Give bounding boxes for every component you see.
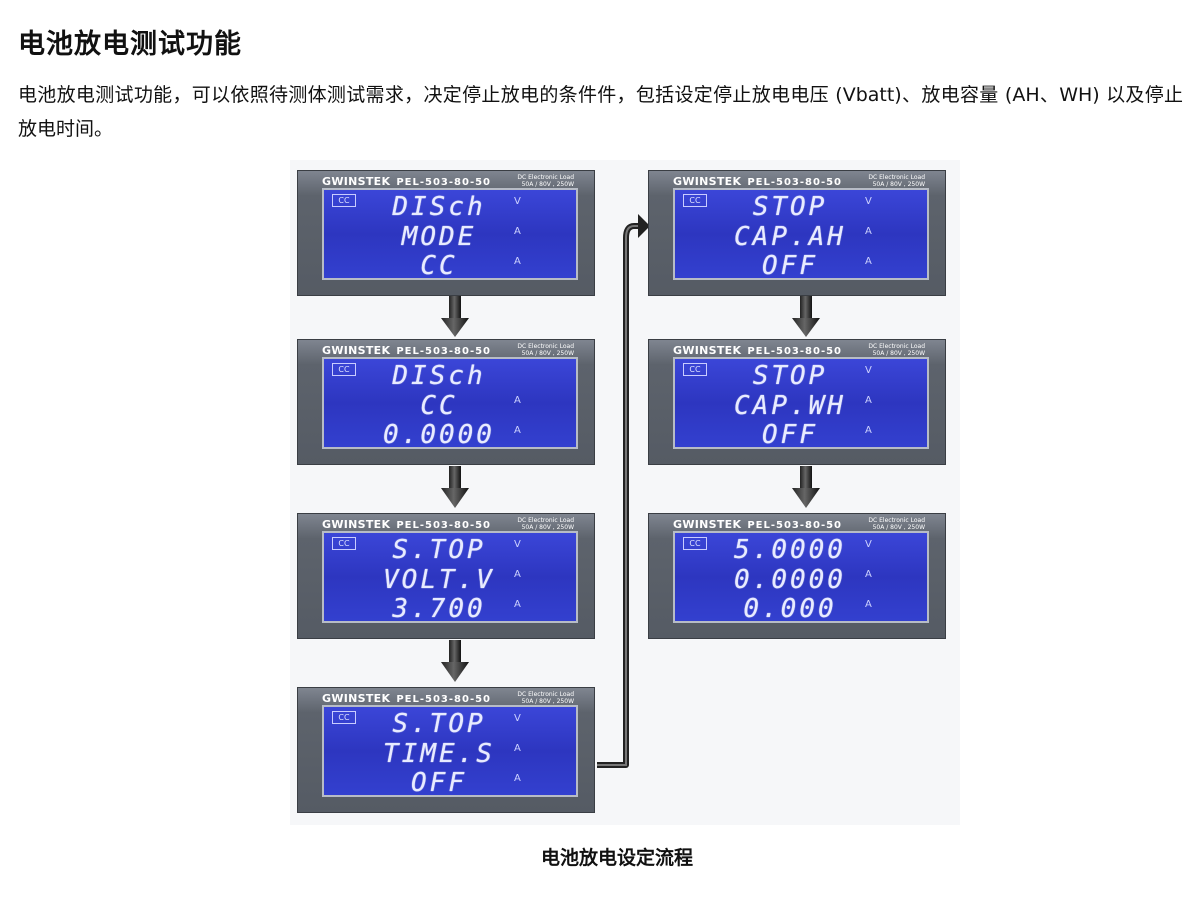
mode-badge: CC — [332, 711, 356, 724]
lcd-screen: CC V A A DISch MODE CC — [322, 188, 578, 281]
unit-a-label: A — [514, 395, 521, 406]
lcd-line-2: MODE — [401, 222, 477, 252]
unit-a-label: A — [865, 226, 872, 237]
unit-a-label: A — [514, 599, 521, 610]
mode-badge: CC — [683, 537, 707, 550]
unit-a-label: A — [865, 395, 872, 406]
lcd-line-1: 5.0000 — [734, 535, 846, 565]
lcd-line-1: STOP — [752, 361, 828, 391]
lcd-line-3: OFF — [762, 420, 818, 450]
lcd-screen: CC V A A S.TOP TIME.S OFF — [322, 705, 578, 798]
lcd-line-1: DISch — [392, 361, 486, 391]
lcd-screen: CC V A A STOP CAP.AH OFF — [673, 188, 929, 281]
unit-a-label: A — [514, 743, 521, 754]
unit-a-label: A — [514, 425, 521, 436]
mode-badge: CC — [683, 363, 707, 376]
lcd-line-2: CC — [420, 391, 458, 421]
lcd-line-3: 0.000 — [743, 594, 837, 624]
mode-badge: CC — [332, 363, 356, 376]
lcd-line-1: S.TOP — [392, 535, 486, 565]
down-arrow-1 — [441, 296, 469, 337]
diagram-caption: 电池放电设定流程 — [540, 847, 693, 869]
lcd-line-3: 0.0000 — [383, 420, 495, 450]
down-arrow-4 — [792, 296, 820, 337]
unit-v-label: V — [865, 365, 872, 376]
unit-a-label: A — [865, 425, 872, 436]
page-title: 电池放电测试功能 — [18, 29, 242, 60]
lcd-line-1: S.TOP — [392, 709, 486, 739]
lcd-line-1: DISch — [392, 192, 486, 222]
lcd-line-1: STOP — [752, 192, 828, 222]
lcd-line-3: 3.700 — [392, 594, 486, 624]
down-arrow-3 — [441, 640, 469, 682]
down-arrow-2 — [441, 466, 469, 508]
lcd-line-3: OFF — [762, 251, 818, 281]
unit-v-label: V — [865, 539, 872, 550]
lcd-screen: CC V A A STOP CAP.WH OFF — [673, 357, 929, 450]
lcd-line-2: 0.0000 — [734, 565, 846, 595]
unit-v-label: V — [514, 539, 521, 550]
mode-badge: CC — [683, 194, 707, 207]
unit-a-label: A — [514, 773, 521, 784]
down-arrow-5 — [792, 466, 820, 508]
mode-badge: CC — [332, 537, 356, 550]
page-description: 电池放电测试功能，可以依照待测体测试需求，决定停止放电的条件件，包括设定停止放电… — [18, 84, 1183, 140]
lcd-line-2: VOLT.V — [383, 565, 495, 595]
lcd-screen: CC A A DISch CC 0.0000 — [322, 357, 578, 450]
unit-a-label: A — [514, 256, 521, 267]
connector-arrow — [597, 214, 650, 768]
unit-a-label: A — [865, 256, 872, 267]
lcd-line-2: CAP.AH — [734, 222, 846, 252]
lcd-line-2: TIME.S — [383, 739, 495, 769]
lcd-screen: CC V A A 5.0000 0.0000 0.000 — [673, 531, 929, 624]
unit-a-label: A — [865, 569, 872, 580]
unit-v-label: V — [514, 196, 521, 207]
lcd-line-3: CC — [420, 251, 458, 281]
lcd-screen: CC V A A S.TOP VOLT.V 3.700 — [322, 531, 578, 624]
lcd-line-2: CAP.WH — [734, 391, 846, 421]
unit-v-label: V — [514, 713, 521, 724]
unit-a-label: A — [514, 226, 521, 237]
mode-badge: CC — [332, 194, 356, 207]
unit-v-label: V — [865, 196, 872, 207]
unit-a-label: A — [514, 569, 521, 580]
unit-a-label: A — [865, 599, 872, 610]
lcd-line-3: OFF — [411, 768, 467, 798]
